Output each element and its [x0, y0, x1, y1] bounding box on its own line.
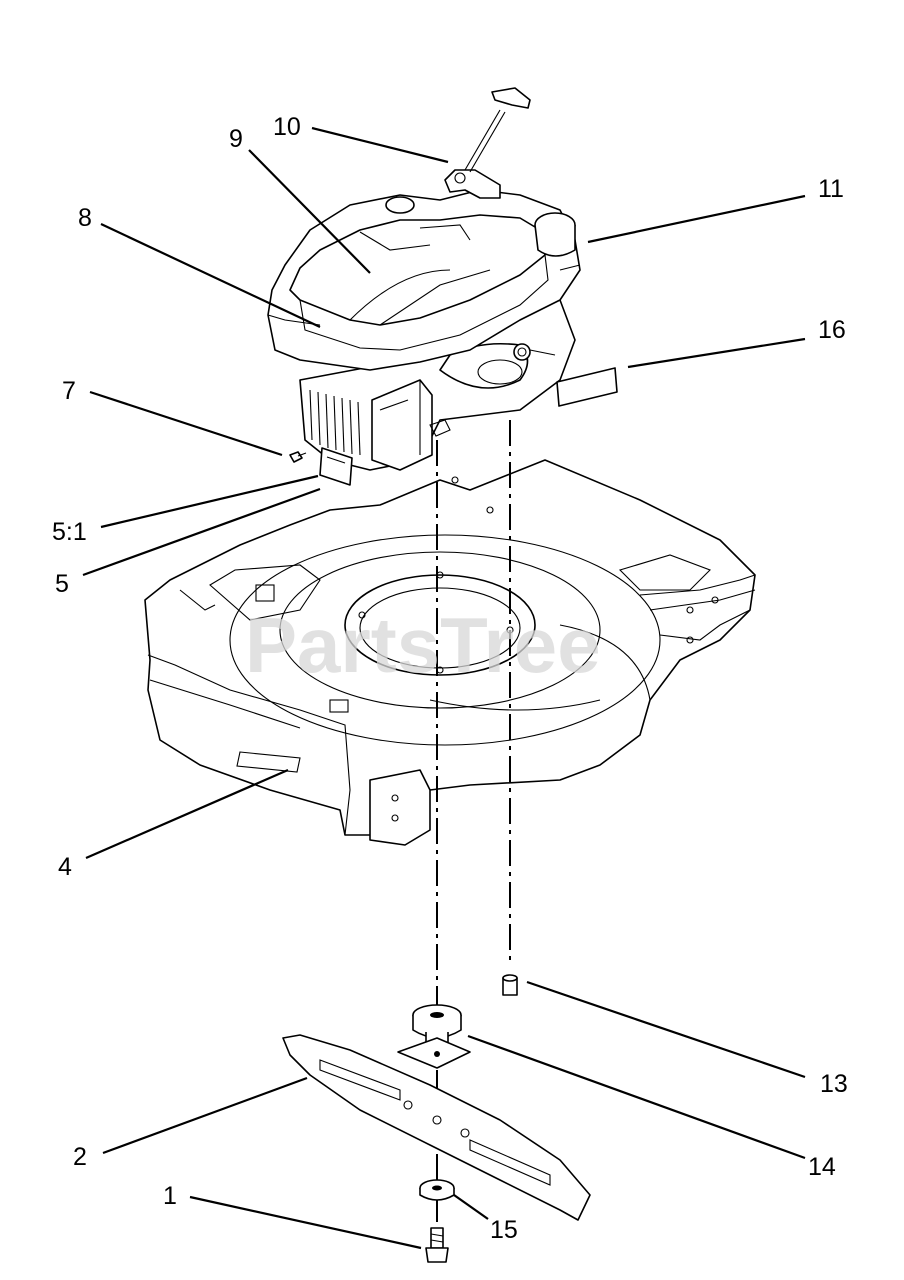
- small-parts: [289, 367, 618, 486]
- callout-16: 16: [818, 316, 846, 344]
- leader-7: [89, 390, 283, 457]
- callout-1: 1: [163, 1182, 177, 1210]
- callout-15: 15: [490, 1216, 518, 1244]
- leader-5: [82, 487, 321, 577]
- engine-assembly: [267, 87, 581, 471]
- leader-8: [100, 223, 321, 328]
- screw-7: [289, 451, 303, 463]
- leader-15: [453, 1194, 489, 1220]
- cooling-fins: [309, 389, 361, 456]
- callout-8: 8: [78, 204, 92, 232]
- leader-1: [189, 1195, 422, 1250]
- leader-11: [587, 194, 806, 244]
- assembly-centerlines: [436, 420, 511, 1240]
- leader-16: [627, 337, 806, 369]
- callout-5: 5: [55, 570, 69, 598]
- callout-5-1: 5:1: [52, 518, 87, 546]
- callout-4: 4: [58, 853, 72, 881]
- watermark-text: PartsTree: [245, 601, 601, 689]
- callout-9: 9: [229, 125, 243, 153]
- leader-14: [467, 1034, 806, 1160]
- callout-13: 13: [820, 1070, 848, 1098]
- blade-adapter-14: [397, 1004, 471, 1069]
- leader-10: [311, 126, 449, 164]
- leader-13: [526, 980, 806, 1079]
- callout-7: 7: [62, 377, 76, 405]
- callout-labels: 10 9 8 11 16 7 5:1 5 4 13 14 2 15 1: [52, 113, 848, 1244]
- callout-10: 10: [273, 113, 301, 141]
- bolt-13: [502, 974, 518, 996]
- leader-4: [85, 768, 289, 860]
- blade-2: [282, 1034, 591, 1221]
- callout-11: 11: [818, 175, 844, 203]
- leader-2: [102, 1076, 308, 1155]
- blade-bolt-1: [425, 1227, 449, 1263]
- leader-5-1: [100, 474, 319, 529]
- washer-15: [419, 1179, 455, 1201]
- callout-14: 14: [808, 1153, 836, 1181]
- leader-9: [248, 149, 371, 274]
- decal-16: [556, 367, 618, 407]
- callout-2: 2: [73, 1143, 87, 1171]
- blade-hardware: [282, 974, 591, 1263]
- leader-lines: [82, 126, 806, 1250]
- mower-deck: [144, 459, 756, 846]
